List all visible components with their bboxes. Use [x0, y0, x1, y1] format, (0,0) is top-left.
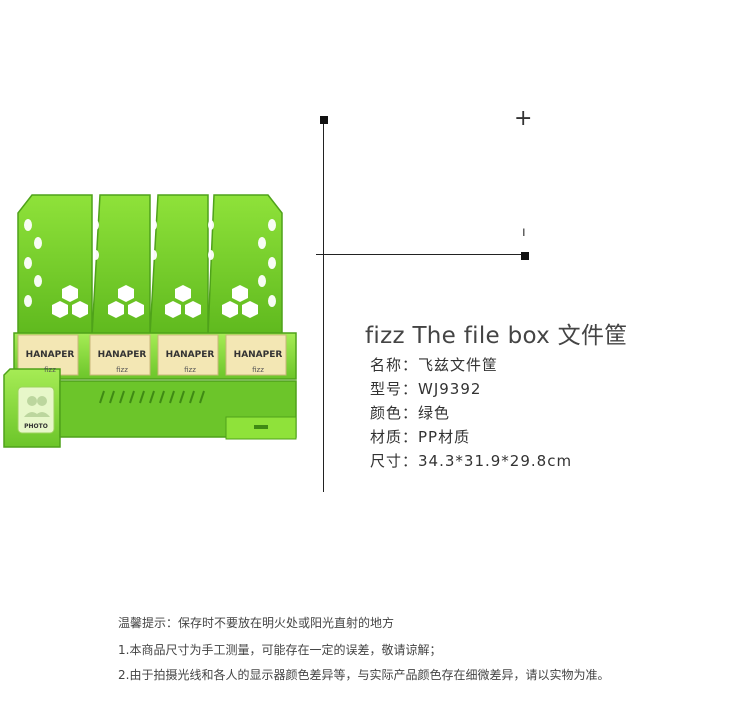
corner-square-marker [320, 116, 328, 124]
label-brand-4: HANAPER [233, 350, 283, 360]
vertical-divider-line [323, 120, 324, 492]
horizontal-divider-line [316, 254, 526, 255]
label-brand-3: HANAPER [165, 350, 215, 360]
label-small-4: fizz [252, 366, 264, 374]
label-small-2: fizz [116, 366, 128, 374]
spec-model: 型号：WJ9392 [370, 380, 482, 398]
end-square-marker [521, 252, 529, 260]
tick-icon: ı [522, 225, 526, 240]
file-box-product-image [3, 194, 297, 448]
label-small-1: fizz [44, 366, 56, 374]
label-brand-1: HANAPER [25, 350, 75, 360]
spec-size: 尺寸：34.3*31.9*29.8cm [370, 452, 573, 470]
label-small-3: fizz [184, 366, 196, 374]
spec-material: 材质：PP材质 [370, 428, 471, 446]
photo-label: PHOTO [24, 423, 48, 430]
label-brand-2: HANAPER [97, 350, 147, 360]
note-line-2: 2.由于拍摄光线和各人的显示器颜色差异等，与实际产品颜色存在细微差异，请以实物为… [118, 668, 610, 682]
spec-color: 颜色：绿色 [370, 404, 451, 422]
product-title: fizz The file box 文件筐 [365, 323, 628, 349]
note-tip: 温馨提示：保存时不要放在明火处或阳光直射的地方 [118, 616, 395, 630]
spec-name: 名称：飞兹文件筐 [370, 356, 499, 374]
note-line-1: 1.本商品尺寸为手工测量，可能存在一定的误差，敬请谅解； [118, 643, 442, 657]
plus-icon: + [514, 106, 533, 131]
